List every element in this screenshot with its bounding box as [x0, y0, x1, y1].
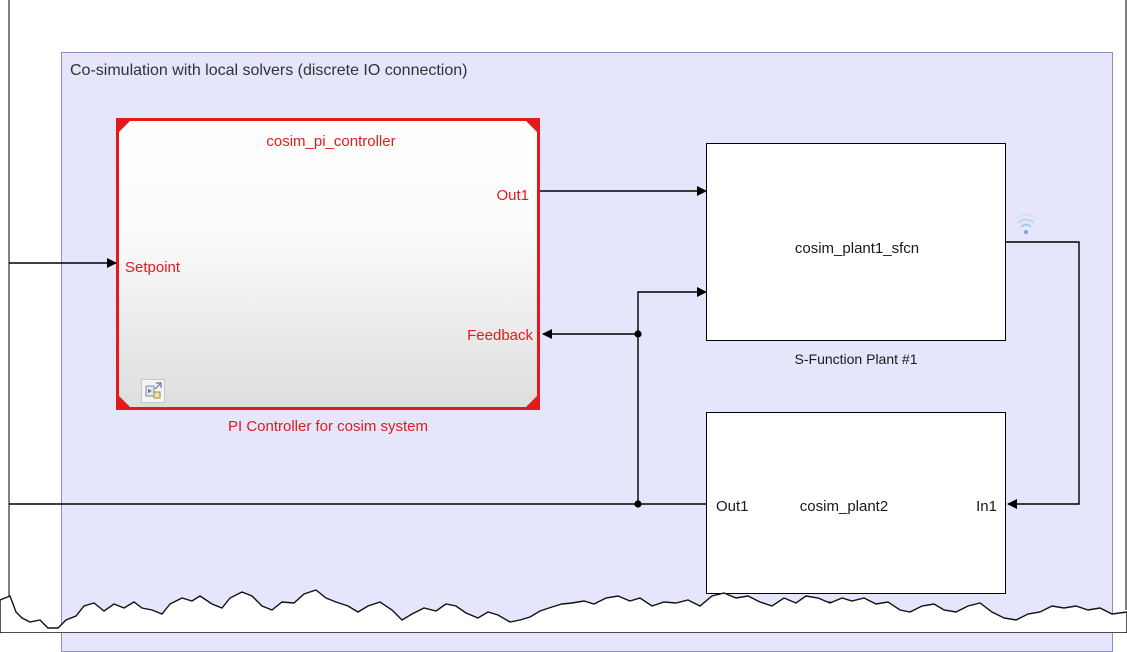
plant1-caption: S-Function Plant #1	[794, 351, 918, 367]
area-title: Co-simulation with local solvers (discre…	[70, 62, 468, 79]
branch-point	[634, 330, 642, 338]
controller-caption: PI Controller for cosim system	[227, 418, 429, 435]
plant1-input2-wire	[637, 287, 707, 504]
controller-name: cosim_pi_controller	[266, 133, 396, 150]
branch-point	[634, 500, 642, 508]
torn-edge	[0, 589, 1127, 633]
controller-feedback-port-label: Feedback	[467, 327, 533, 344]
plant2-in1-port-label: In1	[976, 498, 997, 515]
plant1-name: cosim_plant1_sfcn	[794, 240, 920, 257]
signal-wires	[9, 186, 1080, 509]
plant2-name: cosim_plant2	[799, 498, 889, 515]
plant1-to-plant2-wire	[1006, 241, 1080, 509]
pi-controller-block[interactable]: cosim_pi_controller Out1 Setpoint Feedba…	[116, 118, 540, 410]
corner-marker	[526, 396, 537, 407]
model-reference-icon[interactable]	[141, 379, 165, 403]
corner-marker	[119, 396, 130, 407]
plant2-block[interactable]: Out1 cosim_plant2 In1	[706, 412, 1006, 594]
controller-out1-port-label: Out1	[496, 187, 529, 204]
plant2-out1-port-label: Out1	[716, 498, 749, 515]
controller-setpoint-port-label: Setpoint	[125, 259, 181, 276]
corner-marker	[526, 121, 537, 132]
corner-marker	[119, 121, 130, 132]
canvas-frame	[8, 0, 1127, 620]
plant1-block[interactable]: cosim_plant1_sfcn	[706, 143, 1006, 341]
wireless-signal-icon	[1014, 213, 1038, 234]
